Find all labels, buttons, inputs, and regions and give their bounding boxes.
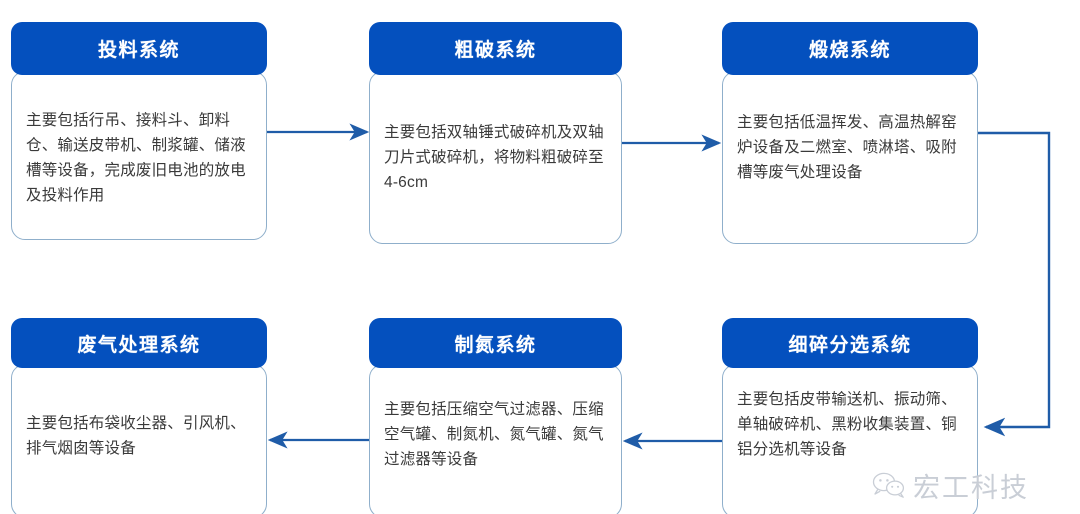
node-coarse-crushing-system[interactable]: 粗破系统 主要包括双轴锤式破碎机及双轴刀片式破碎机，将物料粗破碎至4-6cm — [369, 22, 622, 244]
node-exhaust-gas-treatment-system[interactable]: 废气处理系统 主要包括布袋收尘器、引风机、排气烟囱等设备 — [11, 318, 267, 514]
node-coarse-crushing-system-text: 主要包括双轴锤式破碎机及双轴刀片式破碎机，将物料粗破碎至4-6cm — [384, 124, 604, 191]
node-calcination-system-body: 主要包括低温挥发、高温热解窑炉设备及二燃室、喷淋塔、吸附槽等废气处理设备 — [722, 71, 978, 244]
node-coarse-crushing-system-header: 粗破系统 — [369, 22, 622, 75]
node-calcination-system[interactable]: 煅烧系统 主要包括低温挥发、高温热解窑炉设备及二燃室、喷淋塔、吸附槽等废气处理设… — [722, 22, 978, 244]
node-feeding-system-body: 主要包括行吊、接料斗、卸料仓、输送皮带机、制浆罐、储液槽等设备，完成废旧电池的放… — [11, 71, 267, 240]
node-exhaust-gas-treatment-system-header: 废气处理系统 — [11, 318, 267, 368]
node-coarse-crushing-system-body: 主要包括双轴锤式破碎机及双轴刀片式破碎机，将物料粗破碎至4-6cm — [369, 71, 622, 244]
node-nitrogen-generation-system-body: 主要包括压缩空气过滤器、压缩空气罐、制氮机、氮气罐、氮气过滤器等设备 — [369, 364, 622, 514]
node-exhaust-gas-treatment-system-title: 废气处理系统 — [77, 334, 201, 356]
node-fine-crushing-sorting-system-text: 主要包括皮带输送机、振动筛、单轴破碎机、黑粉收集装置、铜铝分选机等设备 — [737, 391, 957, 458]
node-exhaust-gas-treatment-system-text: 主要包括布袋收尘器、引风机、排气烟囱等设备 — [26, 415, 246, 457]
node-nitrogen-generation-system-title: 制氮系统 — [454, 334, 537, 356]
node-feeding-system-header: 投料系统 — [11, 22, 267, 75]
node-fine-crushing-sorting-system-body: 主要包括皮带输送机、振动筛、单轴破碎机、黑粉收集装置、铜铝分选机等设备 — [722, 364, 978, 514]
node-calcination-system-header: 煅烧系统 — [722, 22, 978, 75]
node-fine-crushing-sorting-system[interactable]: 细碎分选系统 主要包括皮带输送机、振动筛、单轴破碎机、黑粉收集装置、铜铝分选机等… — [722, 318, 978, 514]
node-feeding-system[interactable]: 投料系统 主要包括行吊、接料斗、卸料仓、输送皮带机、制浆罐、储液槽等设备，完成废… — [11, 22, 267, 240]
watermark-label: 宏工科技 — [913, 473, 1029, 503]
node-fine-crushing-sorting-system-title: 细碎分选系统 — [788, 334, 912, 356]
wechat-icon — [872, 472, 906, 499]
node-calcination-system-title: 煅烧系统 — [808, 40, 891, 61]
node-exhaust-gas-treatment-system-body: 主要包括布袋收尘器、引风机、排气烟囱等设备 — [11, 364, 267, 514]
node-nitrogen-generation-system-text: 主要包括压缩空气过滤器、压缩空气罐、制氮机、氮气罐、氮气过滤器等设备 — [384, 401, 604, 468]
node-fine-crushing-sorting-system-header: 细碎分选系统 — [722, 318, 978, 368]
node-nitrogen-generation-system-header: 制氮系统 — [369, 318, 622, 368]
node-feeding-system-text: 主要包括行吊、接料斗、卸料仓、输送皮带机、制浆罐、储液槽等设备，完成废旧电池的放… — [26, 112, 246, 204]
node-nitrogen-generation-system[interactable]: 制氮系统 主要包括压缩空气过滤器、压缩空气罐、制氮机、氮气罐、氮气过滤器等设备 — [369, 318, 622, 514]
watermark: 宏工科技 — [872, 466, 1029, 505]
node-feeding-system-title: 投料系统 — [97, 40, 180, 61]
node-calcination-system-text: 主要包括低温挥发、高温热解窑炉设备及二燃室、喷淋塔、吸附槽等废气处理设备 — [737, 114, 957, 181]
connector-calcination-to-fine-crushing — [977, 131, 1051, 437]
node-coarse-crushing-system-title: 粗破系统 — [454, 40, 537, 61]
